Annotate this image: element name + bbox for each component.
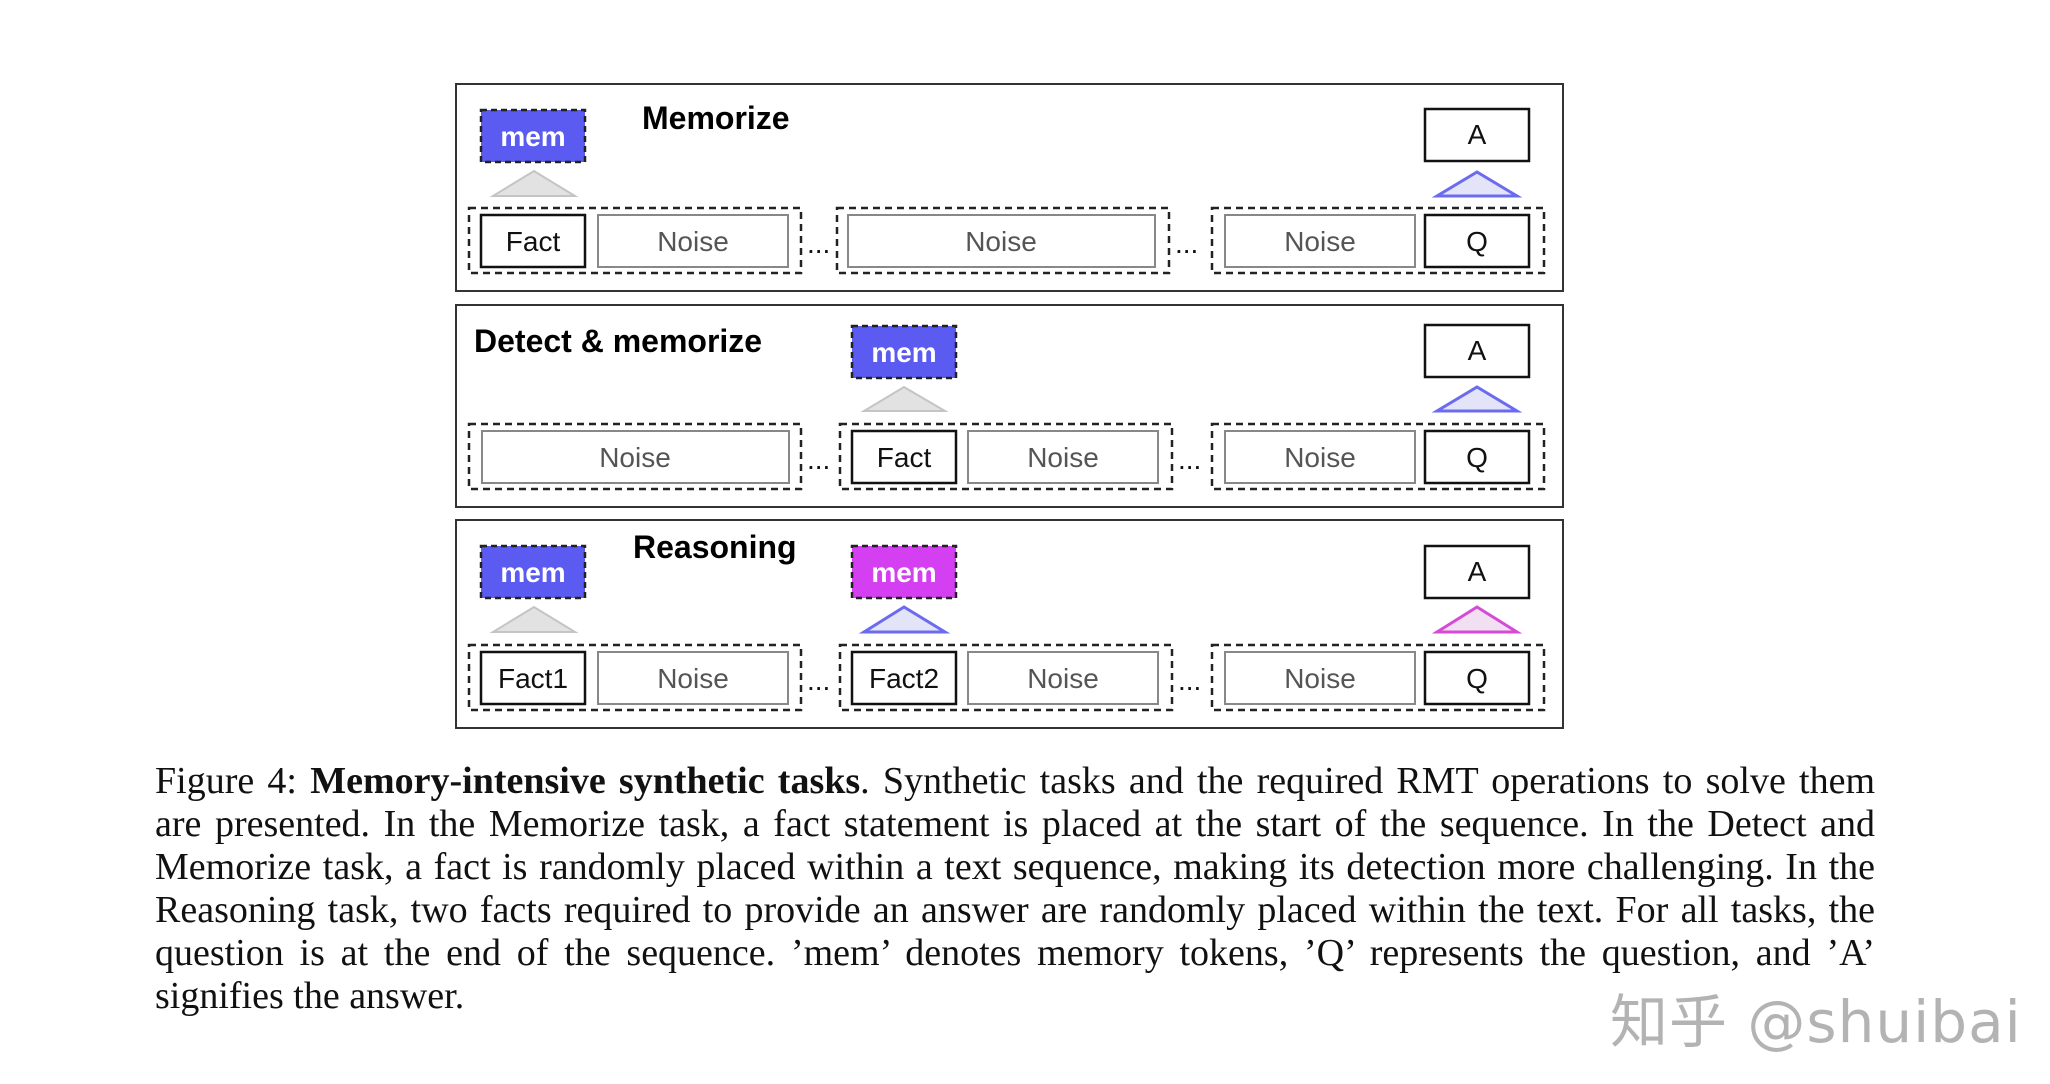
noise-label: Noise [1027, 442, 1099, 473]
mem-token-label: mem [500, 557, 565, 588]
noise-label: Noise [1284, 226, 1356, 257]
mem-token-label: mem [500, 121, 565, 152]
segment-2 [835, 206, 1171, 275]
segment-3 [1210, 422, 1546, 491]
answer-label: A [1468, 335, 1487, 366]
caption-bold-title: Memory-intensive synthetic tasks [310, 760, 861, 802]
noise-label: Noise [1284, 663, 1356, 694]
noise-box [1224, 214, 1416, 268]
write-arrow-gray [860, 385, 949, 412]
read-arrow-blue [1431, 385, 1523, 413]
caption-figure-label: Figure 4: [155, 760, 297, 802]
panel-title: Detect & memorize [474, 323, 762, 359]
ellipsis: ... [1175, 228, 1198, 259]
answer-box [1423, 544, 1531, 600]
segment-3 [1210, 643, 1546, 712]
figure-caption: Figure 4: Memory-intensive synthetic tas… [155, 760, 1875, 1018]
read-arrow-blue [1431, 170, 1523, 198]
fact-label: Fact [506, 226, 561, 257]
mem-token-2 [850, 544, 958, 600]
noise-label: Noise [657, 226, 729, 257]
noise-label: Noise [599, 442, 671, 473]
answer-label: A [1468, 119, 1487, 150]
noise-box [597, 214, 789, 268]
noise-box [481, 430, 790, 484]
panel-memorize: Memorize mem A Fact Noise ... Noise ... … [455, 83, 1564, 292]
question-box [1423, 213, 1531, 269]
segment-1 [467, 422, 803, 491]
segment-2 [838, 422, 1174, 491]
answer-box [1423, 107, 1531, 163]
segment-1 [467, 643, 803, 712]
segment-3 [1210, 206, 1546, 275]
question-box [1423, 429, 1531, 485]
ellipsis: ... [1178, 665, 1201, 696]
read-arrow-magenta [1431, 605, 1523, 634]
panel-detect-memorize: Detect & memorize mem A Noise ... Fact N… [455, 304, 1564, 508]
ellipsis: ... [807, 444, 830, 475]
write-arrow-gray [489, 605, 579, 633]
noise-label: Noise [657, 663, 729, 694]
panel-reasoning: Reasoning mem mem A Fact1 Noise ... Fact… [455, 519, 1564, 729]
task-diagram: Memorize mem A Fact Noise ... Noise ... … [455, 83, 1564, 729]
question-label: Q [1466, 226, 1488, 257]
panel-title: Memorize [642, 100, 790, 136]
watermark: 知乎 @shuibai [1610, 988, 2022, 1056]
answer-box [1423, 323, 1531, 379]
question-label: Q [1466, 442, 1488, 473]
caption-body: . Synthetic tasks and the required RMT o… [155, 760, 1876, 1017]
write-arrow-gray [489, 169, 579, 197]
mem-token [479, 544, 587, 600]
noise-box [597, 651, 789, 705]
fact-label: Fact [877, 442, 932, 473]
question-label: Q [1466, 663, 1488, 694]
mem-token-label: mem [871, 337, 936, 368]
noise-box [1224, 651, 1416, 705]
segment-1 [467, 206, 803, 275]
mem-token [850, 324, 958, 380]
question-box [1423, 650, 1531, 706]
noise-box [967, 430, 1159, 484]
answer-label: A [1468, 556, 1487, 587]
noise-box [967, 651, 1159, 705]
read-arrow-blue [858, 605, 951, 634]
segment-2 [838, 643, 1174, 712]
ellipsis: ... [807, 228, 830, 259]
fact-box [479, 650, 587, 706]
fact-box [479, 213, 587, 269]
panel-title: Reasoning [633, 529, 797, 565]
fact-label: Fact2 [869, 663, 939, 694]
noise-label: Noise [1027, 663, 1099, 694]
fact-label: Fact1 [498, 663, 568, 694]
noise-box [847, 214, 1156, 268]
noise-label: Noise [965, 226, 1037, 257]
mem-token [479, 108, 587, 164]
noise-box [1224, 430, 1416, 484]
ellipsis: ... [807, 665, 830, 696]
noise-label: Noise [1284, 442, 1356, 473]
mem-token-label: mem [871, 557, 936, 588]
ellipsis: ... [1178, 444, 1201, 475]
fact-box [850, 429, 958, 485]
fact-box [850, 650, 958, 706]
